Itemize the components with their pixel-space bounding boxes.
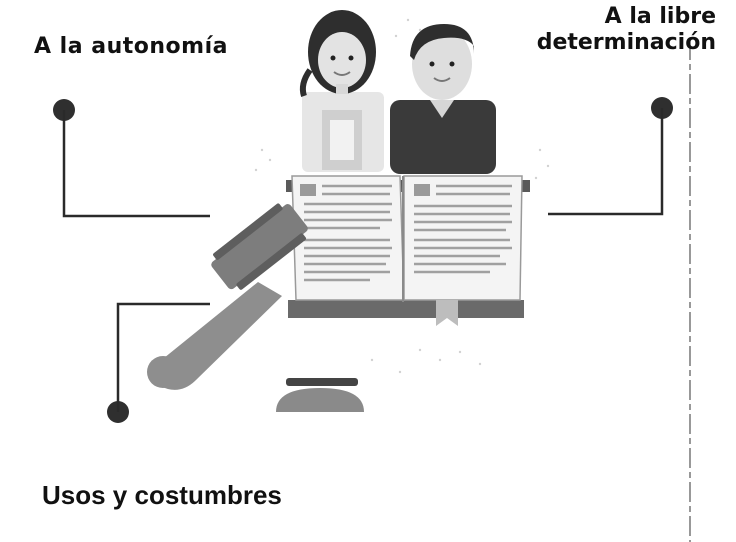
- connector-libre: [548, 97, 673, 216]
- label-usos-costumbres: Usos y costumbres: [42, 480, 282, 510]
- sound-block-icon: [276, 378, 364, 412]
- connector-autonomy: [53, 99, 210, 218]
- book-gavel-people-illustration: [147, 10, 550, 412]
- gavel-icon: [147, 203, 308, 390]
- label-libre-line2: determinación: [536, 30, 716, 55]
- label-autonomy: A la autonomía: [34, 34, 228, 59]
- connector-usos: [107, 302, 210, 423]
- open-book-icon: [286, 175, 530, 326]
- person-man-icon: [390, 24, 496, 174]
- label-libre-line1: A la libre: [604, 4, 716, 29]
- label-libre-determinacion: A la libre determinación: [537, 4, 716, 56]
- person-woman-icon: [299, 10, 384, 172]
- halftone-background: [254, 18, 550, 374]
